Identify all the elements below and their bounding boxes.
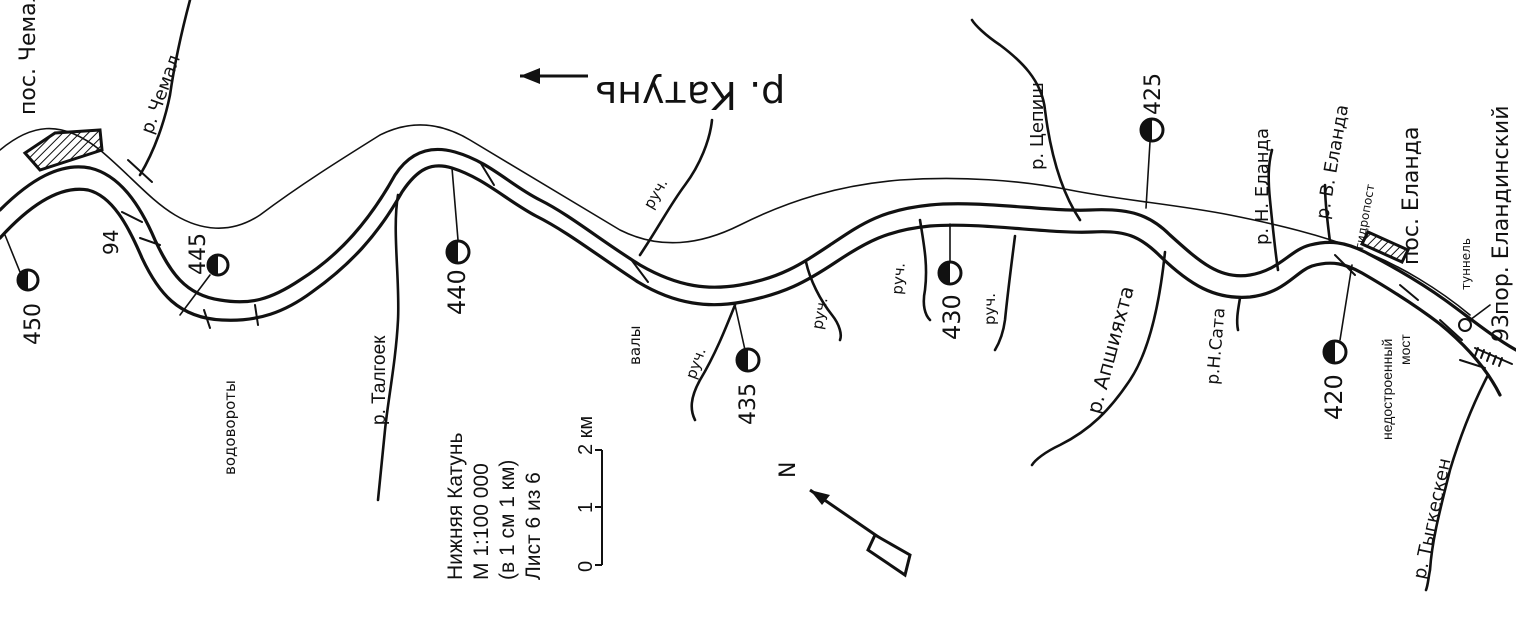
legend-scale: М 1:100 000 — [470, 463, 493, 580]
elevation-marker-420 — [1322, 264, 1353, 365]
elevation-marker-425 — [1139, 117, 1165, 209]
elevation-label-445: 445 — [186, 233, 211, 275]
tributary-stream-4 — [918, 218, 932, 322]
feature-label-bridge-line1: недостроенный — [1379, 339, 1395, 440]
river-bank-south — [0, 164, 1502, 397]
tunnel-marker — [1458, 318, 1472, 332]
stream-label-1: руч. — [640, 175, 672, 212]
tributary-chemal — [138, 0, 192, 177]
tributary-stream-3 — [804, 260, 843, 342]
river-cross-ticks — [121, 159, 1486, 369]
elevation-label-425: 425 — [1141, 73, 1166, 115]
scale-label-0: 0 — [575, 561, 597, 572]
elevation-marker-430 — [937, 223, 963, 286]
legend-scale-note: (в 1 см 1 км) — [496, 460, 519, 580]
feature-label-valy: валы — [626, 326, 644, 365]
river-label-v-elanda: р. В. Еланда — [1312, 103, 1353, 221]
legend-sheet: Лист 6 из 6 — [522, 472, 545, 580]
settlement-chemal-block — [22, 128, 104, 172]
tributary-n-sata — [1235, 296, 1242, 332]
tunnel-leader — [1469, 304, 1491, 321]
feature-label-bridge-line2: мост — [1397, 334, 1413, 365]
scale-bar — [595, 449, 603, 566]
elevation-markers — [4, 117, 1353, 373]
river-label-tygkesken: р. Тыгкескен — [1409, 456, 1455, 581]
valley-outline-upper — [0, 124, 1471, 316]
elevation-marker-440 — [445, 167, 471, 265]
river-label-n-sata: р.Н.Сата — [1203, 307, 1230, 385]
scale-label-2: 2 км — [575, 416, 597, 455]
tributary-stream-5 — [993, 234, 1017, 352]
tributary-talgoek — [376, 193, 400, 502]
river-bank-north — [0, 147, 1516, 352]
settlement-elanda-block — [1359, 230, 1411, 264]
legend-title: Нижняя Катунь — [444, 432, 467, 580]
rapid-label-elandinsky: пор. Еландинский — [1489, 106, 1514, 316]
stream-label-2: руч. — [682, 345, 710, 381]
elevation-label-430: 430 — [938, 294, 966, 340]
settlement-elanda-label: пос. Еланда — [1399, 127, 1424, 265]
river-label-n-elanda: р. Н. Еланда — [1252, 128, 1273, 245]
elevation-marker-450 — [4, 234, 40, 292]
elevation-label-435: 435 — [736, 383, 761, 425]
km-mark-93: 93 — [1489, 314, 1514, 342]
feature-label-vodovoroty: водовороты — [221, 380, 239, 475]
stream-label-3: руч. — [808, 296, 831, 331]
flow-direction-arrow — [520, 68, 588, 84]
scale-label-1: 1 — [575, 502, 597, 513]
tributary-v-elanda — [1323, 183, 1332, 244]
tributary-stream-2 — [690, 303, 737, 422]
tributary-n-elanda — [1267, 148, 1280, 272]
river-label-apshiyakhta: р. Апшияхта — [1082, 283, 1139, 416]
km-mark-94: 94 — [99, 230, 123, 255]
settlement-chemal-label: пос. Чемал — [16, 0, 41, 115]
north-arrow — [809, 488, 912, 578]
tributary-tsepish — [970, 18, 1082, 222]
elevation-marker-435 — [734, 304, 761, 373]
elevation-label-420: 420 — [1320, 374, 1348, 420]
river-label-tsepish: р. Цепиш — [1027, 82, 1048, 170]
feature-label-tunnel: туннель — [1459, 238, 1473, 290]
elevation-label-440: 440 — [443, 269, 471, 315]
stream-label-4: руч. — [888, 262, 909, 295]
elevation-label-450: 450 — [21, 303, 46, 345]
river-label-chemal: р. Чемал — [137, 52, 185, 137]
stream-label-5: руч. — [981, 293, 999, 325]
tributary-apshiyakhta — [1030, 250, 1167, 467]
elevation-marker-445 — [179, 253, 230, 316]
tributary-tygkesken — [1424, 373, 1490, 592]
tributary-stream-1 — [638, 118, 714, 257]
river-label-talgoek: р. Талгоек — [369, 335, 390, 425]
rapid-hatch-mark — [1474, 347, 1513, 367]
north-label: N — [776, 462, 801, 478]
main-river-label: р. Катунь — [595, 73, 785, 117]
